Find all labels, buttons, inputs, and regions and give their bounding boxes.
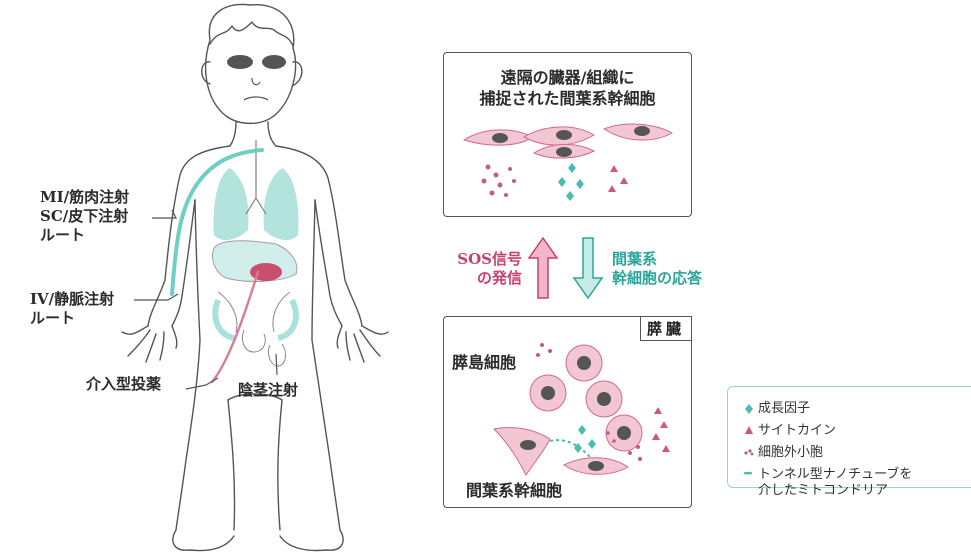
legend-item-cytokine: サイトカイン — [740, 423, 968, 439]
im-sc-route-label: MI/筋肉注射 SC/皮下注射 ルート — [40, 188, 129, 245]
dash-icon — [740, 467, 758, 476]
intracavernous-label: 陰茎注射 — [238, 381, 298, 400]
pancreas-panel: 膵臓 膵島細胞 間葉系幹細胞 — [443, 316, 692, 508]
sos-up-arrow-icon — [527, 236, 559, 300]
remote-organ-title: 遠隔の臓器/組織に 捕捉された間葉系幹細胞 — [444, 67, 691, 109]
child-body-figure — [0, 0, 440, 556]
diamond-icon — [740, 401, 758, 414]
triangle-icon — [740, 423, 758, 434]
legend-item-mitochondria: トンネル型ナノチューブを 介したミトコンドリア — [740, 467, 968, 499]
interventional-label: 介入型投薬 — [86, 375, 161, 394]
legend-item-growth-factor: 成長因子 — [740, 401, 968, 417]
pancreas-msc-illustration — [464, 329, 684, 485]
response-down-arrow-icon — [572, 236, 604, 300]
remote-organ-panel: 遠隔の臓器/組織に 捕捉された間葉系幹細胞 — [443, 52, 692, 217]
left-eye-icon — [227, 55, 253, 69]
trapped-msc-illustration — [454, 115, 680, 211]
legend: 成長因子 サイトカイン 細胞外小胞 トンネル型ナノチューブを 介したミトコンドリ… — [727, 386, 971, 488]
msc-response-label: 間葉系 幹細胞の応答 — [612, 250, 702, 288]
sos-signal-label: SOS信号 の発信 — [430, 250, 522, 288]
iv-route-label: IV/静脈注射 ルート — [30, 290, 114, 328]
legend-item-extracellular-vesicle: 細胞外小胞 — [740, 445, 968, 461]
dots-icon — [740, 445, 758, 456]
